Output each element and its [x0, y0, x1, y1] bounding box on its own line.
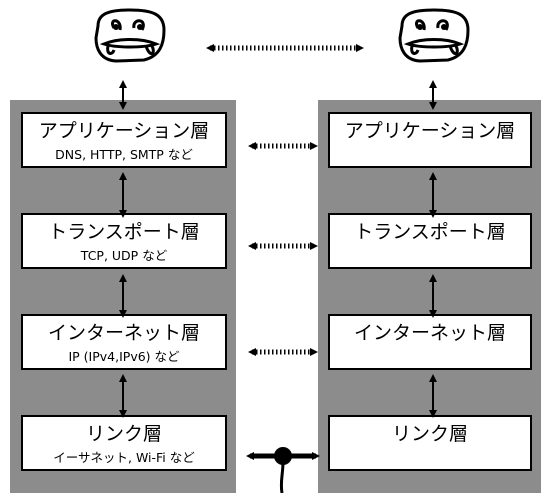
right-transport-layer: トランスポート層 [328, 213, 532, 269]
layer-name: リンク層 [85, 423, 162, 445]
user-face-icon [398, 8, 470, 63]
layer-protocols: IP (IPv4,IPv6) など [68, 349, 180, 364]
layer-name: アプリケーション層 [344, 120, 516, 142]
layer-protocols: イーサネット, Wi-Fi など [53, 450, 195, 465]
layer-name: リンク層 [391, 423, 468, 445]
right-link-layer: リンク層 [328, 415, 532, 471]
left-protocol-stack: アプリケーション層 DNS, HTTP, SMTP など トランスポート層 TC… [10, 100, 236, 493]
layer-name: アプリケーション層 [38, 120, 210, 142]
left-application-layer: アプリケーション層 DNS, HTTP, SMTP など [21, 112, 227, 168]
right-application-layer: アプリケーション層 [328, 112, 532, 168]
layer-name: インターネット層 [47, 322, 200, 344]
layer-name: トランスポート層 [48, 221, 200, 243]
left-transport-layer: トランスポート層 TCP, UDP など [21, 213, 227, 269]
left-internet-layer: インターネット層 IP (IPv4,IPv6) など [21, 314, 227, 370]
right-internet-layer: インターネット層 [328, 314, 532, 370]
layer-name: トランスポート層 [354, 221, 506, 243]
user-face-icon [94, 8, 166, 63]
network-cable-icon [246, 447, 320, 493]
layer-protocols: TCP, UDP など [80, 248, 168, 263]
left-link-layer: リンク層 イーサネット, Wi-Fi など [21, 415, 227, 471]
layer-name: インターネット層 [353, 322, 506, 344]
right-protocol-stack: アプリケーション層 トランスポート層 インターネット層 リンク層 [318, 100, 541, 493]
layer-protocols: DNS, HTTP, SMTP など [55, 147, 193, 162]
